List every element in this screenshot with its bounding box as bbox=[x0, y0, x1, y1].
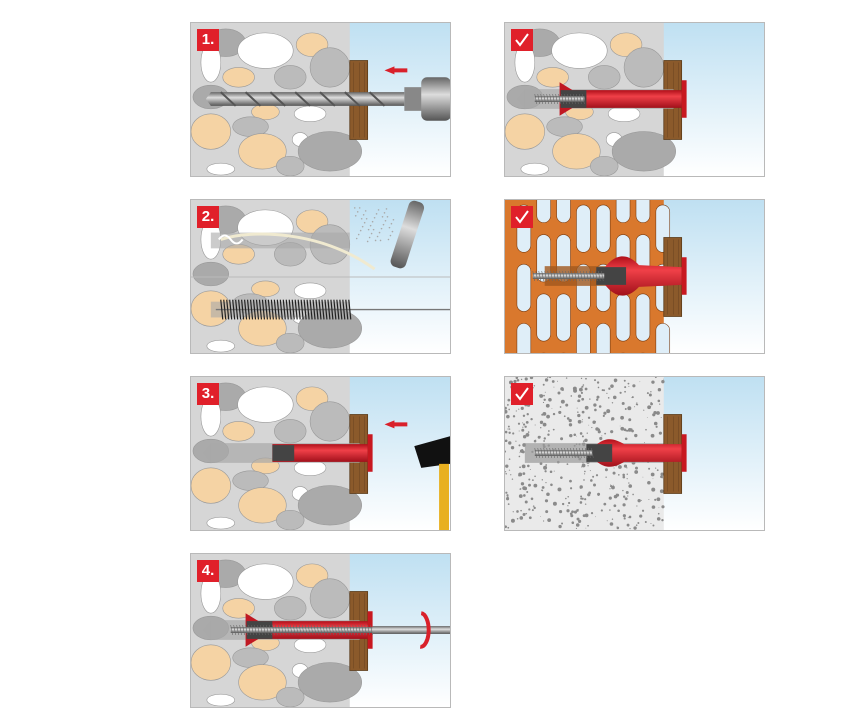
checkmark-icon bbox=[511, 383, 533, 405]
step-number-badge: 4. bbox=[197, 560, 219, 582]
result-perforated-brick-panel bbox=[504, 199, 765, 354]
step-2-clean-hole-panel: 2. bbox=[190, 199, 451, 354]
step-number-badge: 1. bbox=[197, 29, 219, 51]
step-4-drive-screw-panel: 4. bbox=[190, 553, 451, 708]
step-number-badge: 2. bbox=[197, 206, 219, 228]
checkmark-icon bbox=[511, 206, 533, 228]
rotate-arrow-icon bbox=[419, 611, 431, 649]
step-3-insert-anchor-panel: 3. bbox=[190, 376, 451, 531]
arrow-left-icon bbox=[384, 420, 408, 429]
step-number-badge: 3. bbox=[197, 383, 219, 405]
result-concrete-panel bbox=[504, 22, 765, 177]
illustration bbox=[505, 23, 764, 176]
checkmark-icon bbox=[511, 29, 533, 51]
step-1-drill-hole-panel: 1. bbox=[190, 22, 451, 177]
illustration bbox=[505, 377, 764, 530]
illustration bbox=[191, 23, 450, 176]
illustration bbox=[191, 200, 450, 353]
illustration bbox=[191, 554, 450, 707]
illustration bbox=[191, 377, 450, 530]
illustration bbox=[505, 200, 764, 353]
result-aerated-concrete-panel bbox=[504, 376, 765, 531]
